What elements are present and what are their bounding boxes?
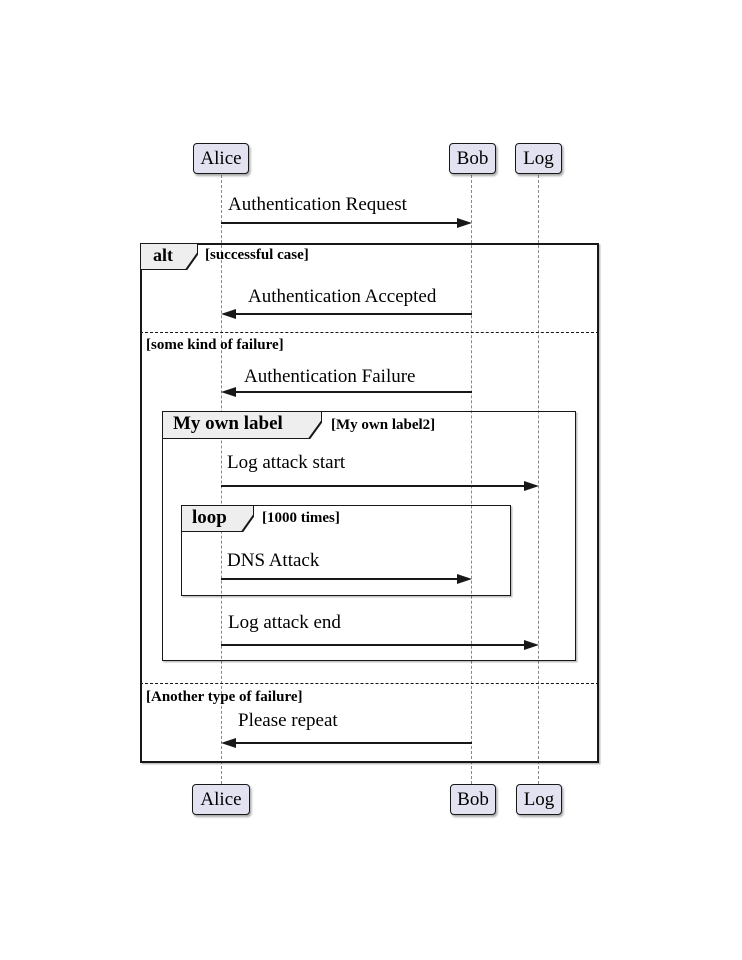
message-arrowhead [221, 738, 236, 748]
lifeline-log [538, 175, 539, 784]
loop-frame-keyword: loop [192, 507, 227, 528]
message-label: Authentication Request [228, 194, 407, 215]
actor-box-bob-top: Bob [449, 143, 496, 174]
actor-box-alice-bottom: Alice [192, 784, 250, 815]
actor-box-log-bottom: Log [516, 784, 562, 815]
message-arrowhead [221, 309, 236, 319]
alt-frame-condition: [successful case] [205, 247, 309, 263]
group-frame-label-pentagon [162, 411, 322, 439]
message-line [236, 742, 472, 744]
lifeline-bob [471, 175, 472, 784]
message-arrowhead [524, 481, 539, 491]
message-label: Log attack end [228, 612, 341, 633]
alt-frame [140, 243, 599, 763]
actor-label: Bob [457, 789, 489, 810]
message-label: Please repeat [238, 710, 338, 731]
loop-frame-label-pentagon [181, 505, 254, 532]
message-line [236, 391, 472, 393]
alt-divider [140, 332, 599, 333]
message-label: DNS Attack [227, 550, 320, 571]
alt-divider-label: [Another type of failure] [146, 689, 303, 705]
message-arrowhead [221, 387, 236, 397]
actor-box-log-top: Log [515, 143, 562, 174]
message-label: Authentication Accepted [248, 286, 437, 307]
group-frame-keyword: My own label [173, 413, 283, 434]
actor-label: Bob [456, 148, 489, 169]
actor-label: Alice [200, 148, 242, 169]
message-line [221, 578, 457, 580]
message-line [221, 485, 524, 487]
alt-frame-label-pentagon [140, 243, 198, 270]
message-label: Authentication Failure [244, 366, 416, 387]
loop-frame [181, 505, 511, 596]
alt-divider-label: [some kind of failure] [146, 337, 284, 353]
group-frame-condition: [My own label2] [331, 417, 436, 433]
message-label: Log attack start [227, 452, 346, 473]
lifeline-alice [221, 175, 222, 784]
message-line [221, 644, 524, 646]
alt-frame-keyword: alt [153, 245, 173, 265]
message-arrowhead [524, 640, 539, 650]
group-frame [162, 411, 576, 661]
message-line [236, 313, 472, 315]
loop-frame-condition: [1000 times] [262, 510, 340, 526]
message-arrowhead [457, 574, 472, 584]
actor-label: Log [523, 148, 554, 169]
actor-box-bob-bottom: Bob [450, 784, 496, 815]
actor-box-alice-top: Alice [193, 143, 249, 174]
message-line [221, 222, 457, 224]
message-arrowhead [457, 218, 472, 228]
actor-label: Alice [200, 789, 242, 810]
actor-label: Log [523, 789, 555, 810]
alt-divider [140, 683, 599, 684]
